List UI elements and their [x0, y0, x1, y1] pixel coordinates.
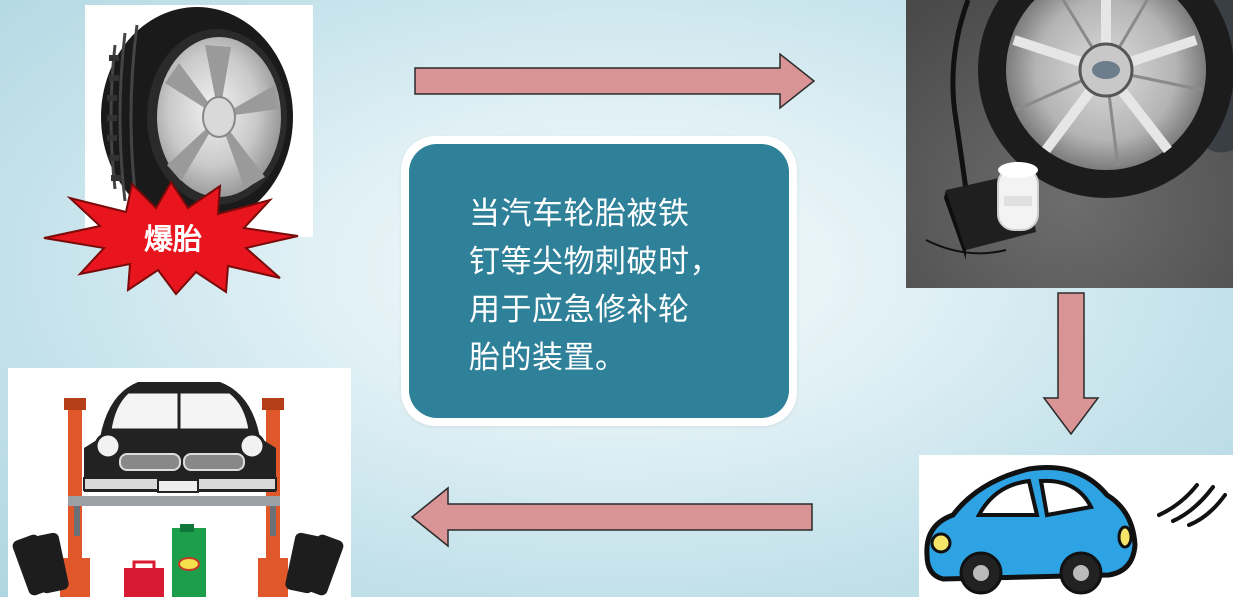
description-line-3: 用于应急修补轮: [469, 292, 690, 328]
description-card: 当汽车轮胎被铁 钉等尖物刺破时， 用于应急修补轮 胎的装置。: [401, 136, 797, 426]
arrow-left-icon: [410, 486, 813, 548]
tire-image: [85, 5, 313, 237]
description-text: 当汽车轮胎被铁 钉等尖物刺破时， 用于应急修补轮 胎的装置。: [469, 190, 769, 382]
garage-lift-image: [8, 368, 351, 597]
burst-label: 爆胎: [143, 222, 202, 256]
arrow-right-icon: [414, 52, 816, 110]
description-card-fill: 当汽车轮胎被铁 钉等尖物刺破时， 用于应急修补轮 胎的装置。: [409, 144, 789, 418]
description-line-2: 钉等尖物刺破时，: [469, 244, 721, 280]
car-lift-icon: [12, 382, 344, 597]
cartoon-car-image: [919, 455, 1233, 597]
tire-repair-kit-icon: [906, 0, 1233, 288]
burst-badge-icon: [43, 180, 299, 296]
description-line-1: 当汽车轮胎被铁: [469, 196, 690, 232]
tire-repair-photo: [906, 0, 1233, 288]
description-line-4: 胎的装置。: [469, 340, 627, 376]
arrow-down-icon: [1042, 292, 1100, 436]
tire-icon: [101, 7, 293, 227]
cartoon-car-icon: [924, 464, 1227, 595]
